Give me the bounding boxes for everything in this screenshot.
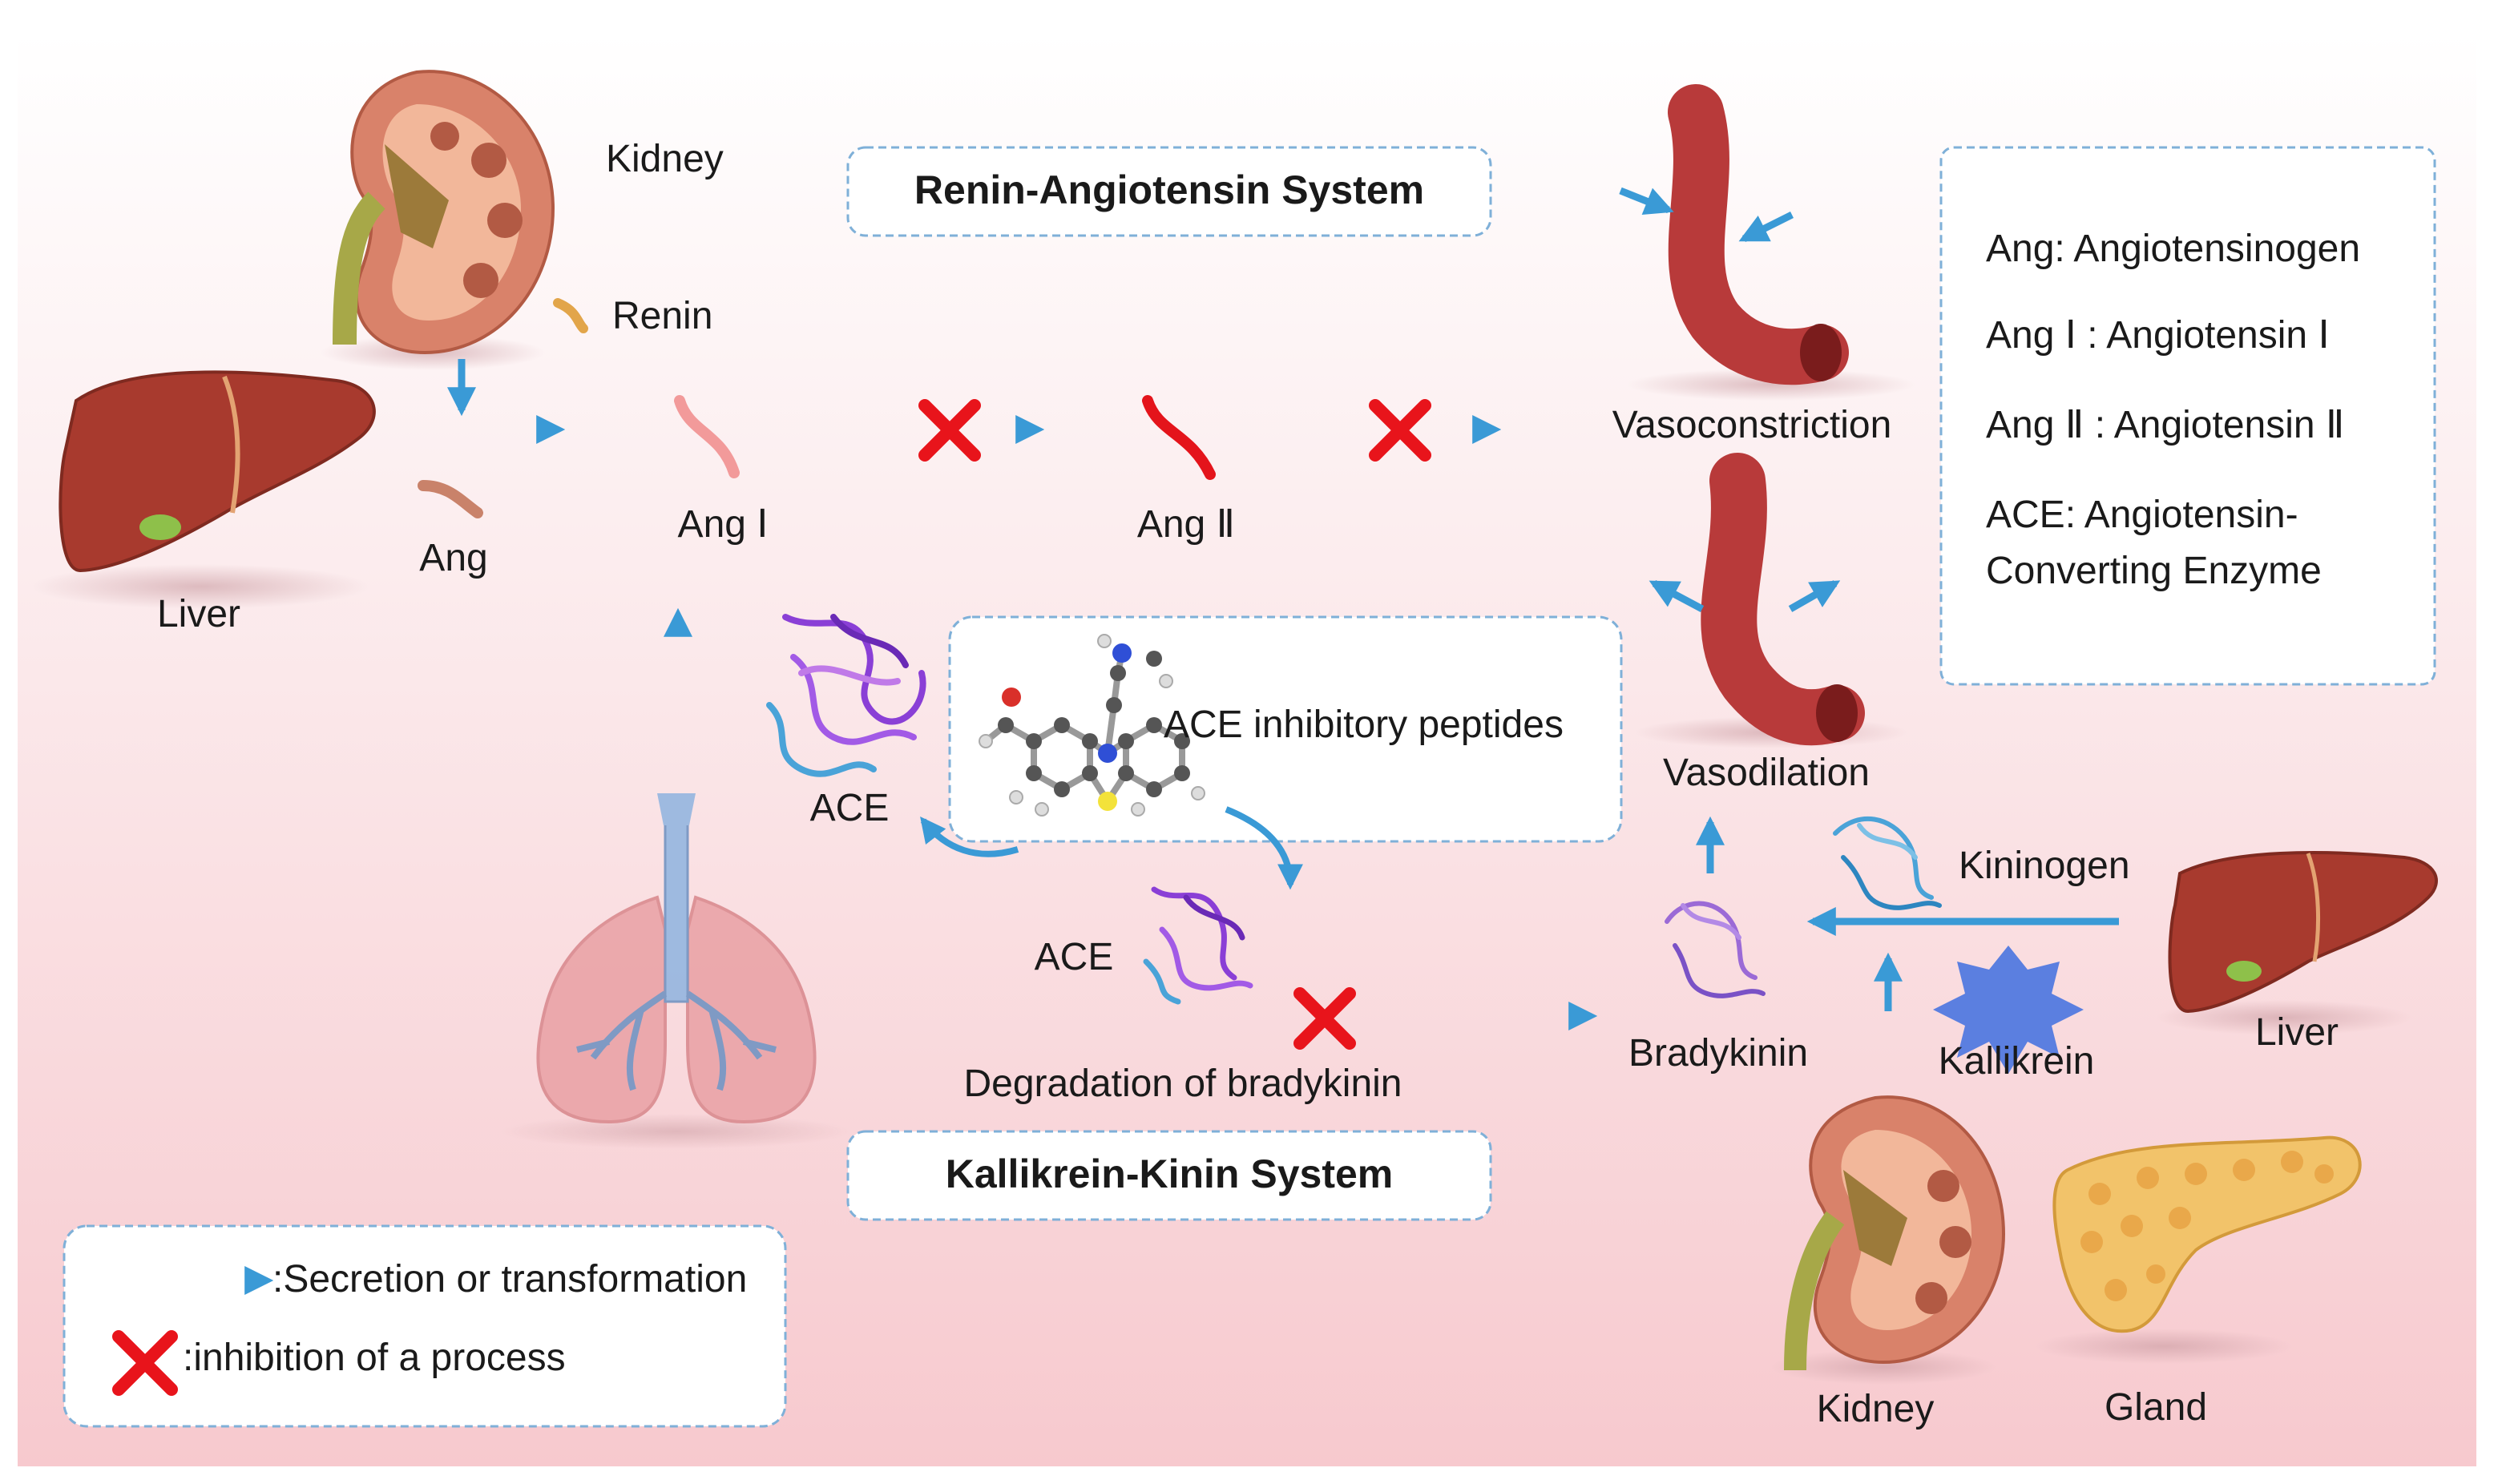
ang2-icon — [1142, 395, 1216, 480]
ace-mid-label: ACE — [1035, 936, 1114, 978]
ang-label: Ang — [419, 537, 487, 579]
abbr-ang: Ang: Angiotensinogen — [1986, 228, 2360, 270]
kidney-top-label: Kidney — [606, 138, 724, 180]
kidney-top-icon — [321, 70, 555, 370]
gland-label: Gland — [2105, 1386, 2207, 1429]
inhibition-cross-ang2-vaso — [1369, 399, 1431, 462]
legend-cross-text: :inhibition of a process — [183, 1337, 566, 1379]
ace-left-label: ACE — [810, 787, 890, 829]
vasoconstriction-arrow-right — [1738, 211, 1794, 243]
renin-label: Renin — [612, 295, 712, 337]
legend-arrow-text: :Secretion or transformation — [272, 1258, 747, 1301]
kidney-bottom-icon — [1771, 1095, 2006, 1385]
liver-left-label: Liver — [157, 593, 240, 635]
abbr-ace-line2: Converting Enzyme — [1986, 550, 2322, 592]
abbr-ang2: Ang Ⅱ : Angiotensin Ⅱ — [1986, 404, 2345, 446]
kallikrein-label: Kallikrein — [1939, 1040, 2095, 1083]
ang2-label: Ang Ⅱ — [1137, 503, 1235, 546]
vasodilation-vessel-icon — [1635, 453, 1907, 748]
kininogen-label: Kininogen — [1959, 845, 2130, 887]
kallikrein-icon — [1933, 946, 2084, 1074]
inhibition-cross-ang1-ang2 — [918, 399, 981, 462]
vasoconstriction-label: Vasoconstriction — [1612, 404, 1892, 446]
liver-right-label: Liver — [2255, 1011, 2339, 1054]
peptides-to-degradation-arrow — [1225, 806, 1303, 890]
inhibition-cross-degradation — [1293, 987, 1356, 1050]
liver-left-icon — [32, 370, 376, 609]
vasoconstriction-vessel-icon — [1627, 84, 1915, 401]
kininogen-protein-icon — [1833, 817, 1942, 910]
ras-title: Renin-Angiotensin System — [914, 167, 1424, 212]
abbr-ang1: Ang Ⅰ : Angiotensin Ⅰ — [1986, 314, 2330, 357]
vasodilation-arrow-right — [1788, 580, 1841, 612]
gland-icon — [2036, 1135, 2362, 1364]
ace-protein-mid-icon — [1143, 886, 1253, 1005]
ace-peptides-box: ACE inhibitory peptides — [948, 615, 1623, 843]
kidney-bottom-label: Kidney — [1817, 1388, 1935, 1430]
bradykinin-label: Bradykinin — [1628, 1032, 1808, 1075]
ang1-icon — [674, 395, 740, 478]
legend-box: :Secretion or transformation :inhibition… — [63, 1224, 787, 1428]
ace-peptides-label: ACE inhibitory peptides — [1164, 704, 1564, 746]
ang1-label: Ang Ⅰ — [678, 503, 769, 546]
renin-icon — [553, 298, 588, 333]
abbreviation-box: Ang: Angiotensinogen Ang Ⅰ : Angiotensin… — [1939, 146, 2436, 686]
vasodilation-label: Vasodilation — [1663, 752, 1870, 794]
legend-cross-icon — [112, 1330, 178, 1396]
liver-right-icon — [2156, 851, 2438, 1035]
ras-title-box: Renin-Angiotensin System — [846, 146, 1492, 237]
kks-title-box: Kallikrein-Kinin System — [846, 1130, 1492, 1221]
ace-protein-left-icon — [766, 614, 926, 777]
bradykinin-protein-icon — [1665, 901, 1766, 998]
peptides-to-ace-arrow — [920, 816, 1019, 857]
molecule-icon — [979, 634, 1205, 817]
lungs-icon — [500, 793, 853, 1149]
abbr-ace-line1: ACE: Angiotensin- — [1986, 494, 2298, 536]
kks-title: Kallikrein-Kinin System — [946, 1151, 1394, 1196]
vasodilation-arrow-left — [1649, 580, 1705, 612]
ang-icon — [418, 480, 483, 518]
degradation-label: Degradation of bradykinin — [963, 1063, 1402, 1105]
vasoconstriction-arrow-left — [1619, 187, 1674, 216]
